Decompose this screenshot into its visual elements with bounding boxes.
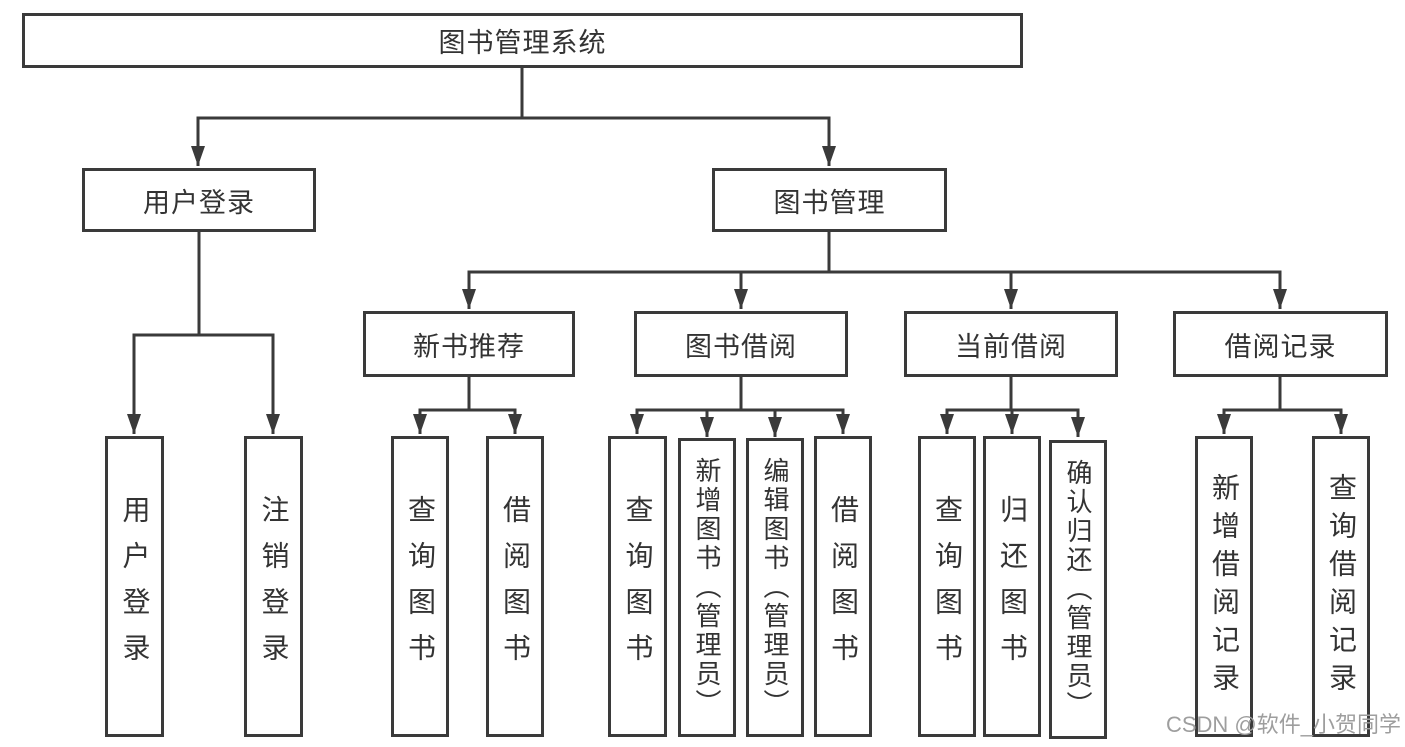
node-label: 当前借阅 — [955, 331, 1067, 362]
node-label: 借阅图书 — [500, 494, 531, 679]
node-label: 新增图书（管理员） — [692, 457, 722, 718]
node-borrowing-records: 借阅记录 — [1173, 311, 1388, 377]
node-label: 借阅记录 — [1224, 331, 1337, 362]
node-label: 查询图书 — [622, 494, 654, 679]
leaf-br-add-record: 新增借阅记录 — [1195, 436, 1253, 737]
node-label: 查询借阅记录 — [1326, 472, 1357, 701]
node-library-management-system: 图书管理系统 — [22, 13, 1023, 68]
leaf-cb-confirm-return-admin: 确认归还（管理员） — [1049, 440, 1107, 739]
leaf-bb-add-book-admin: 新增图书（管理员） — [678, 438, 736, 737]
node-label: 图书借阅 — [685, 331, 797, 362]
node-label: 新书推荐 — [413, 331, 525, 362]
leaf-bb-edit-book-admin: 编辑图书（管理员） — [746, 438, 804, 737]
node-label: 用户登录 — [119, 494, 151, 679]
node-user-login: 用户登录 — [82, 168, 316, 232]
leaf-cb-return-book: 归还图书 — [983, 436, 1041, 737]
csdn-watermark: CSDN @软件_小贺同学 — [1165, 712, 1401, 737]
leaf-bb-borrow-book: 借阅图书 — [814, 436, 872, 737]
node-new-book-recommend: 新书推荐 — [363, 311, 575, 377]
leaf-user-login: 用户登录 — [105, 436, 164, 737]
leaf-rec-borrow-book: 借阅图书 — [486, 436, 544, 737]
node-label: 图书管理 — [773, 187, 886, 218]
node-label: 编辑图书（管理员） — [760, 457, 790, 718]
node-label: 新增借阅记录 — [1209, 472, 1240, 701]
leaf-rec-query-book: 查询图书 — [391, 436, 449, 737]
node-book-management: 图书管理 — [712, 168, 947, 232]
node-label: 借阅图书 — [828, 494, 859, 679]
node-label: 注销登录 — [258, 494, 290, 679]
leaf-logout: 注销登录 — [244, 436, 303, 737]
node-book-borrowing: 图书借阅 — [634, 311, 848, 377]
node-label: 用户登录 — [143, 187, 255, 218]
leaf-bb-query-book: 查询图书 — [608, 436, 667, 737]
node-label: 图书管理系统 — [438, 28, 607, 58]
node-current-borrowing: 当前借阅 — [904, 311, 1118, 377]
node-label: 查询图书 — [405, 494, 436, 679]
node-label: 确认归还（管理员） — [1063, 459, 1093, 720]
node-label: 归还图书 — [997, 494, 1028, 679]
node-label: 查询图书 — [932, 494, 963, 679]
leaf-br-query-record: 查询借阅记录 — [1312, 436, 1370, 737]
leaf-cb-query-book: 查询图书 — [918, 436, 976, 737]
